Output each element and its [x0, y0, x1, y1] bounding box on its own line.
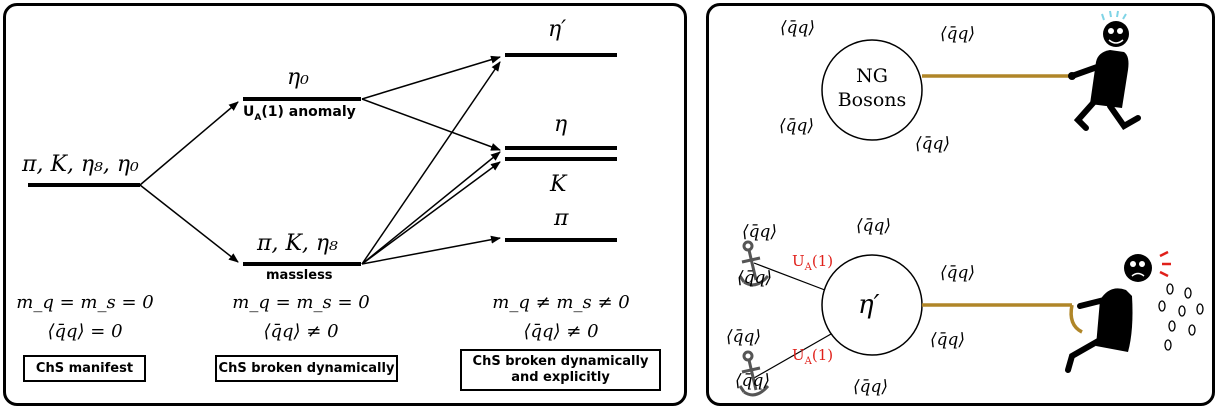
level-massless — [243, 262, 361, 266]
label-massless: massless — [266, 268, 333, 283]
col3-mass-condition: m_q ≠ m_s ≠ 0 — [492, 292, 630, 313]
alarm-marks-icon — [1159, 250, 1171, 278]
ng-bosons-circle — [821, 39, 923, 141]
anchor-bottom-icon — [738, 350, 770, 397]
vev-bottom-5: ⟨q̄q⟩ — [726, 327, 762, 347]
ng-bosons-label: NG Bosons — [837, 65, 907, 111]
vev-bottom-6: ⟨q̄q⟩ — [930, 330, 966, 350]
col2-condensate: ⟨q̄q⟩ ≠ 0 — [263, 321, 339, 342]
vev-top-3: ⟨q̄q⟩ — [779, 116, 815, 136]
vev-top-1: ⟨q̄q⟩ — [780, 18, 816, 38]
level-pion — [505, 238, 617, 242]
arrow-eta0-to-etaprime — [361, 55, 501, 100]
label-eta0: η₀ — [287, 65, 309, 90]
arrow-manifest-to-massless — [139, 184, 239, 263]
left-panel — [3, 3, 687, 406]
col1-condensate: ⟨q̄q⟩ = 0 — [47, 321, 123, 342]
label-pion: π — [554, 206, 569, 231]
anomaly-label-top: UA(1) — [792, 252, 834, 273]
arrow-massless-to-kaon — [361, 161, 501, 265]
sweat-drops-icon — [1101, 10, 1127, 21]
arrow-eta0-to-eta — [361, 98, 501, 151]
label-eta: η — [554, 112, 568, 137]
anchor-rope-bottom — [753, 329, 839, 379]
vev-bottom-3: ⟨q̄q⟩ — [737, 268, 773, 288]
label-anomaly: UA(1) anomaly — [243, 104, 356, 123]
vev-top-2: ⟨q̄q⟩ — [940, 24, 976, 44]
col3-condensate: ⟨q̄q⟩ ≠ 0 — [523, 321, 599, 342]
vev-bottom-1: ⟨q̄q⟩ — [742, 222, 778, 242]
label-chs-manifest: ChS manifest — [23, 355, 146, 382]
arrow-manifest-to-eta0 — [139, 101, 239, 186]
label-chs-broken-dynamically: ChS broken dynamically — [215, 355, 398, 382]
label-kaon: K — [550, 172, 567, 197]
level-kaon — [505, 157, 617, 161]
level-manifest — [28, 183, 140, 187]
vev-top-4: ⟨q̄q⟩ — [915, 134, 951, 154]
anchor-top-icon — [738, 240, 770, 287]
level-eta-prime — [505, 53, 617, 57]
label-eta-prime: η′ — [548, 17, 567, 42]
anomaly-label-bottom: UA(1) — [792, 346, 834, 367]
arrow-massless-to-eta — [361, 151, 501, 265]
level-eta — [505, 146, 617, 150]
level-eta0 — [243, 97, 361, 101]
arrow-massless-to-etaprime — [361, 61, 501, 265]
vev-bottom-4: ⟨q̄q⟩ — [940, 263, 976, 283]
vev-bottom-8: ⟨q̄q⟩ — [853, 377, 889, 397]
happy-figure-icon — [1068, 21, 1141, 131]
col1-mass-condition: m_q = m_s = 0 — [16, 292, 154, 313]
struggling-figure-icon — [1065, 254, 1152, 373]
vev-bottom-2: ⟨q̄q⟩ — [856, 216, 892, 236]
sweat-drops-bottom-icon — [1158, 283, 1204, 351]
label-chs-broken-explicitly: ChS broken dynamically and explicitly — [460, 349, 661, 391]
label-manifest-multiplet: π, K, η₈, η₀ — [22, 152, 139, 177]
eta-prime-label: η′ — [858, 290, 880, 320]
col2-mass-condition: m_q = m_s = 0 — [232, 292, 370, 313]
vev-bottom-7: ⟨q̄q⟩ — [735, 371, 771, 391]
label-massless-multiplet: π, K, η₈ — [257, 231, 338, 256]
arrow-massless-to-pion — [361, 235, 501, 265]
bottom-rope-tail — [1069, 304, 1083, 334]
